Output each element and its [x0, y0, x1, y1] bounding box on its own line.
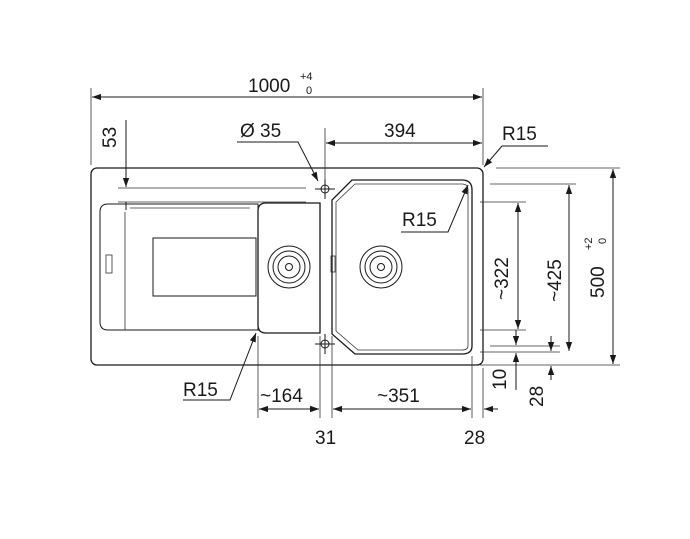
tap-hole-label: Ø 35: [240, 121, 281, 142]
bowl-radius-leader: [401, 184, 469, 233]
overall-width-tol-lower: 0: [306, 85, 312, 97]
small-bowl-drain-ring: [272, 250, 306, 284]
tap-hole-leader: [237, 141, 319, 182]
small-bowl-drain-inner: [277, 255, 301, 279]
large-bowl-width-label: ~351: [377, 386, 420, 407]
bowl-gap-label: 31: [315, 428, 336, 449]
edge-bottom-small-label: 10: [490, 369, 511, 390]
inner-depth-label: ~425: [545, 259, 566, 302]
drainer-board: [99, 203, 259, 331]
large-bowl-inner-edge: [335, 183, 469, 351]
outer-radius-leader: [483, 145, 548, 168]
edge-bottom-label: 28: [527, 386, 548, 407]
outer-radius-label: R15: [502, 124, 537, 145]
drainer-radius-label: R15: [183, 380, 218, 401]
depth-label: 500: [588, 266, 609, 298]
bowl-radius-label: R15: [402, 210, 437, 231]
overall-width-label: 1000: [248, 76, 290, 97]
drainer-radius-leader: [183, 332, 257, 401]
edge-right-label: 28: [464, 428, 485, 449]
depth-tol-upper: +2: [583, 237, 595, 250]
tap-hole-marker: [315, 179, 335, 199]
bowl-width-top-label: 394: [384, 121, 416, 142]
offset-top-label: 53: [100, 127, 121, 148]
drainer-recess: [152, 237, 257, 297]
large-bowl-drain-center: [377, 263, 385, 271]
bowl-depth-label: ~322: [492, 257, 513, 300]
large-bowl-drain-inner: [369, 255, 393, 279]
drainer-inner-edge: [124, 207, 250, 330]
sink-outline: [90, 167, 484, 366]
drainer-slot: [105, 254, 113, 274]
depth-tol-lower: 0: [597, 238, 609, 244]
small-bowl-drain-outer: [267, 245, 311, 289]
large-bowl-drain-outer: [359, 245, 403, 289]
small-bowl-width-label: ~164: [260, 386, 303, 407]
small-bowl-overflow: [330, 255, 336, 273]
large-bowl-drain-ring: [364, 250, 398, 284]
small-bowl: [257, 202, 321, 334]
overall-width-tol-upper: +4: [300, 71, 313, 83]
small-bowl-drain-center: [285, 263, 293, 271]
large-bowl: [331, 179, 473, 355]
